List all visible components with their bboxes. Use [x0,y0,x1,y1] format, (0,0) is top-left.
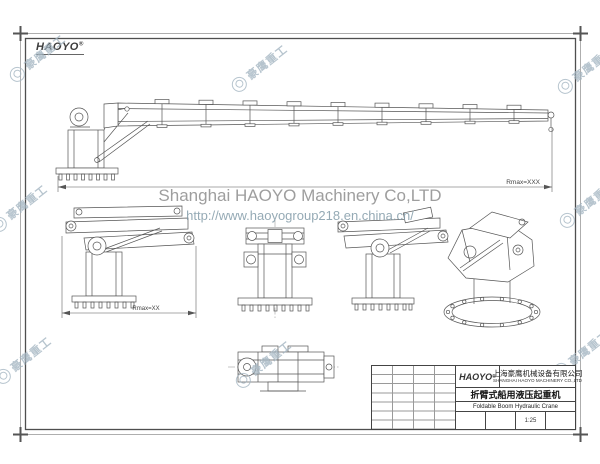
company-name-en: SHANGHAI HAOYO MACHINERY CO.,LTD [493,379,582,384]
footer-cell [546,412,575,429]
folded-crane-side-view [65,205,195,309]
corner-marks [13,26,588,442]
dimension-label-extended: Rmax=XXX [506,179,540,186]
drawing-title-cn: 折臂式船用液压起重机 [456,388,575,402]
registered-mark-icon: ® [492,373,496,380]
footer-cell [486,412,516,429]
stowed-plan-view [228,345,340,392]
drawing-title-en: Foldable Boom Hydraulic Crane [456,402,575,412]
isometric-view [443,211,541,328]
title-block-main: HAOYO® 上海豪鹰机械设备有限公司 SHANGHAI HAOYO MACHI… [456,366,583,429]
company-row: HAOYO® 上海豪鹰机械设备有限公司 SHANGHAI HAOYO MACHI… [456,366,583,388]
title-block-footer: 1:25 [456,412,575,429]
title-block: HAOYO® 上海豪鹰机械设备有限公司 SHANGHAI HAOYO MACHI… [371,365,583,430]
scale-cell: 1:25 [516,412,546,429]
folded-crane-dimension: Rmax=XX [61,236,197,318]
extended-crane-view [55,99,555,181]
company-names: 上海豪鹰机械设备有限公司 SHANGHAI HAOYO MACHINERY CO… [493,366,583,387]
extended-crane-dimension: Rmax=XXX [57,128,553,192]
footer-cell [456,412,486,429]
title-block-logo-text: HAOYO [459,371,493,382]
registered-mark-icon: ® [78,41,84,48]
sheet-frame [13,26,588,442]
company-name-cn: 上海豪鹰机械设备有限公司 [492,369,583,378]
sheet-logo: HAOYO® [36,41,84,55]
front-view [237,220,313,318]
revision-table [372,366,456,429]
folded-crane-rear-view [337,206,449,311]
title-block-logo: HAOYO® [456,366,500,387]
dimension-label-folded: Rmax=XX [132,306,159,312]
sheet-logo-text: HAOYO [36,41,79,53]
